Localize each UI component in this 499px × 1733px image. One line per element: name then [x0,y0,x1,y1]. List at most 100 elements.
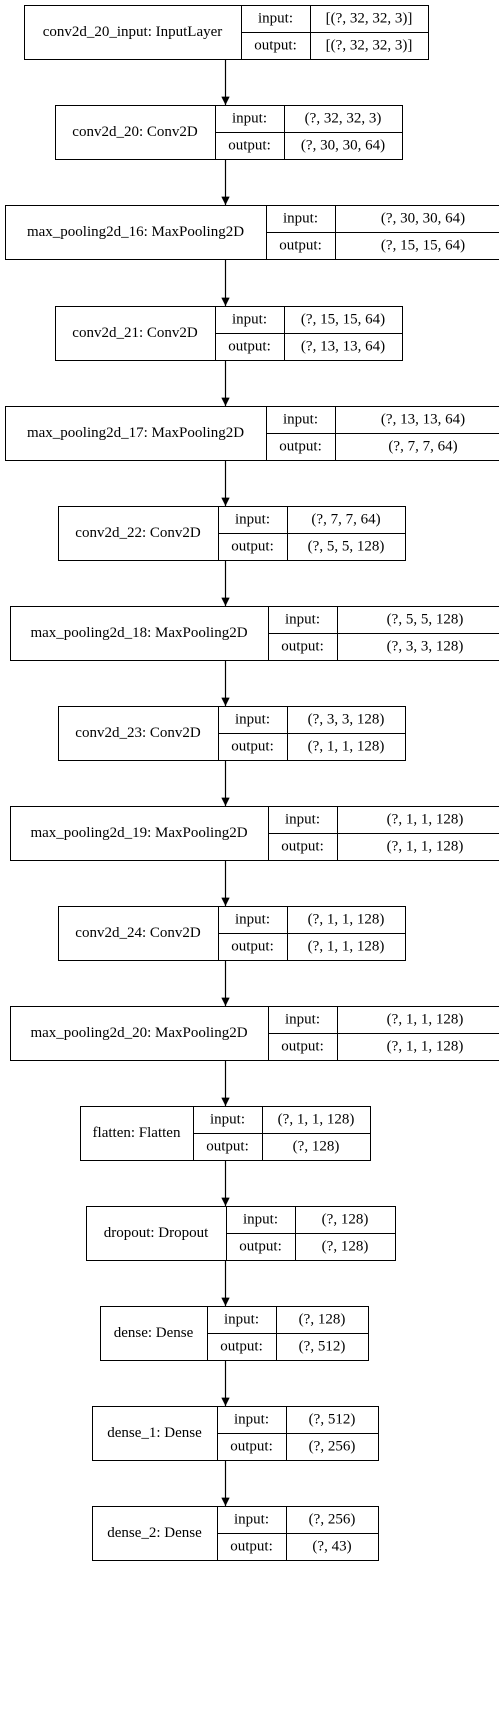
output-label-cell [215,132,285,160]
input-label: input: [234,1512,269,1528]
input-shape-cell [337,606,499,634]
output-shape-cell [287,933,406,961]
input-shape-cell [286,1506,379,1534]
output-shape-cell [295,1233,396,1261]
layer-node: max_pooling2d_17: MaxPooling2Dinput:outp… [5,406,499,461]
input-shape: (?, 32, 32, 3) [305,111,382,127]
input-label: input: [243,1212,278,1228]
layer-name-cell [24,5,242,60]
input-shape: (?, 128) [299,1312,346,1328]
layer-name: conv2d_23: Conv2D [75,725,201,741]
output-shape-cell [335,232,499,260]
output-label-cell [218,733,288,761]
layer-name: dropout: Dropout [104,1225,209,1241]
input-label-cell [193,1106,263,1134]
layer-name: max_pooling2d_19: MaxPooling2D [30,825,247,841]
output-shape: (?, 1, 1, 128) [387,1039,464,1055]
output-label: output: [206,1139,249,1155]
input-label: input: [234,1412,269,1428]
layer-node: max_pooling2d_16: MaxPooling2Dinput:outp… [5,205,499,260]
input-shape-cell [286,1406,379,1434]
input-shape-cell [284,105,403,133]
layer-name: dense_2: Dense [107,1525,202,1541]
input-label-cell [268,606,338,634]
output-label-cell [241,32,311,60]
output-label: output: [231,539,274,555]
input-shape: (?, 128) [322,1212,369,1228]
output-shape: (?, 13, 13, 64) [301,339,385,355]
output-shape: (?, 3, 3, 128) [387,639,464,655]
input-label: input: [235,912,270,928]
layer-name-cell [100,1306,208,1361]
layer-name-cell [86,1206,227,1261]
layer-name-cell [5,406,267,461]
layer-node: conv2d_20_input: InputLayerinput:output:… [24,5,429,60]
input-shape: (?, 1, 1, 128) [308,912,385,928]
output-label: output: [228,339,271,355]
input-label-cell [268,806,338,834]
layer-node: max_pooling2d_18: MaxPooling2D input: outp… [10,606,499,661]
layer-name: max_pooling2d_18: MaxPooling2D [30,625,247,641]
output-label-cell [266,433,336,461]
input-label: input: [283,412,318,428]
input-label: input: [285,612,320,628]
output-shape: (?, 7, 7, 64) [388,439,457,455]
output-shape-cell [335,433,499,461]
output-shape: (?, 30, 30, 64) [301,138,385,154]
nodes: conv2d_20_input: InputLayerinput:output:… [5,5,499,1561]
output-shape-cell [287,733,406,761]
input-label: input: [232,111,267,127]
input-label: input: [224,1312,259,1328]
layer-name: flatten: Flatten [93,1125,181,1141]
output-label-cell [215,333,285,361]
output-shape-cell [276,1333,369,1361]
layer-node: max_pooling2d_19: MaxPooling2Dinput:outp… [10,806,499,861]
layer-name: conv2d_24: Conv2D [75,925,201,941]
output-shape-cell [287,533,406,561]
layer-name-cell [92,1406,218,1461]
input-label-cell [268,1006,338,1034]
output-shape-cell [284,333,403,361]
input-label: input: [235,712,270,728]
output-shape: (?, 1, 1, 128) [308,739,385,755]
output-shape: (?, 512) [299,1339,346,1355]
output-label-cell [266,232,336,260]
output-label: output: [281,639,324,655]
output-label-cell [218,933,288,961]
input-label: input: [285,1012,320,1028]
input-shape: (?, 30, 30, 64) [381,211,465,227]
output-shape-cell [310,32,429,60]
output-shape-cell [337,633,499,661]
output-shape-cell [337,833,499,861]
output-label-cell [268,1033,338,1061]
output-label: output: [231,939,274,955]
input-label-cell [215,306,285,334]
input-shape: (?, 1, 1, 128) [387,812,464,828]
layer-name: conv2d_20: Conv2D [72,124,198,140]
input-label-cell [218,506,288,534]
output-shape: (?, 1, 1, 128) [387,839,464,855]
layer-name: conv2d_21: Conv2D [72,325,198,341]
output-label: output: [220,1339,263,1355]
output-shape: (?, 256) [309,1439,356,1455]
input-shape: (?, 7, 7, 64) [311,512,380,528]
output-label-cell [218,533,288,561]
output-label: output: [239,1239,282,1255]
layer-name: dense_1: Dense [107,1425,202,1441]
output-label: output: [230,1539,273,1555]
input-shape-cell [335,205,499,233]
output-shape-cell [286,1533,379,1561]
output-shape: (?, 128) [322,1239,369,1255]
output-shape-cell [262,1133,371,1161]
output-label-cell [268,633,338,661]
layer-name-cell [58,906,219,961]
input-shape-cell [284,306,403,334]
layer-node: max_pooling2d_20: MaxPooling2Dinput:outp… [10,1006,499,1061]
output-label: output: [230,1439,273,1455]
input-label-cell [218,906,288,934]
layer-name-cell [92,1506,218,1561]
